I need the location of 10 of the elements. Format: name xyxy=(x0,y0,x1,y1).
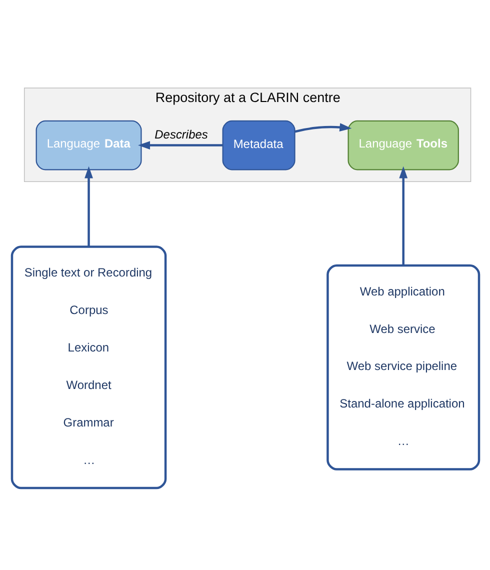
arrow xyxy=(398,166,408,266)
node-box: Single text or Recording Corpus Lexicon Wordnet Grammar … xyxy=(10,246,166,490)
arrow xyxy=(138,141,222,150)
edge-label: Describes xyxy=(154,127,208,142)
node-box: Language Tools xyxy=(347,120,458,170)
node-box: Web application Web service Web service pipeline Stand-alone application … xyxy=(326,264,480,470)
node-box: Language Data xyxy=(35,120,142,170)
arrow xyxy=(294,123,352,133)
arrow xyxy=(84,166,92,247)
node-box: Metadata xyxy=(222,120,295,170)
